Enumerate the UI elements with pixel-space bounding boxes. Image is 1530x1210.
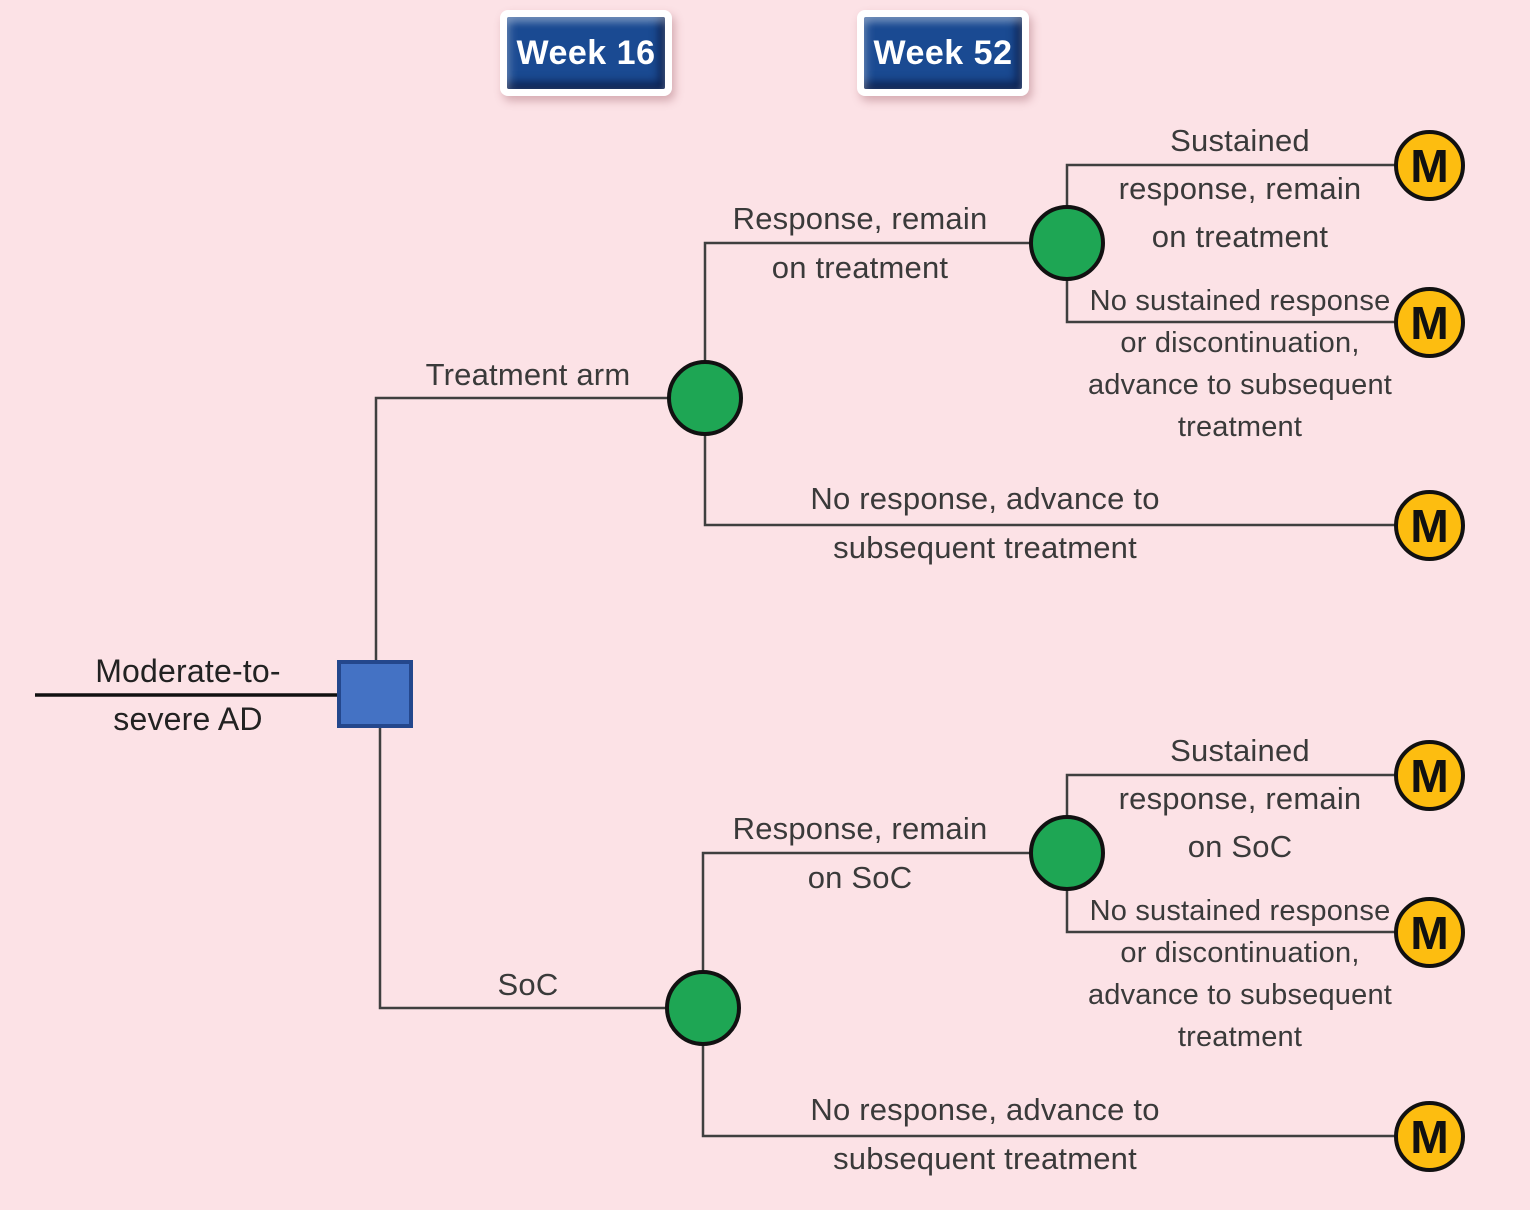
branch-label-line: No sustained response: [1089, 285, 1391, 317]
connector-tx-response: [703, 241, 1067, 398]
root-label-line: severe AD: [113, 701, 263, 737]
week-52-box: Week 52: [857, 10, 1029, 96]
branch-label-line: Sustained: [1170, 123, 1310, 158]
markov-node-soc-no-sustained: M: [1394, 897, 1465, 968]
branch-label-tx-sustained: Sustained response, remain on treatment: [1119, 117, 1362, 261]
week-52-box-inner: Week 52: [864, 17, 1022, 89]
branch-label-line: subsequent treatment: [833, 530, 1137, 565]
branch-label-line: No response, advance to: [810, 481, 1160, 516]
branch-label-tx-no-response: No response, advance to subsequent treat…: [810, 474, 1159, 572]
week-52-label: Week 52: [873, 33, 1013, 72]
markov-symbol: M: [1410, 749, 1449, 802]
connector-soc-response: [701, 851, 1067, 1008]
branch-label-soc: SoC: [498, 960, 559, 1009]
connector-soc-no-response: [701, 1008, 1429, 1138]
branch-label-soc-no-sustained: No sustained response or discontinuation…: [1088, 890, 1392, 1058]
markov-node-tx-sustained: M: [1394, 130, 1465, 201]
markov-symbol: M: [1410, 139, 1449, 192]
branch-label-soc-response: Response, remain on SoC: [733, 804, 988, 902]
branch-label-tx-no-sustained: No sustained response or discontinuation…: [1088, 280, 1392, 448]
branch-label-line: No sustained response: [1089, 895, 1391, 927]
chance-node-soc-week52: [1029, 815, 1105, 891]
chance-node-treatment-week16: [667, 360, 743, 436]
branch-label-line: response, remain: [1118, 781, 1362, 816]
branch-label-line: treatment: [1177, 411, 1303, 443]
markov-symbol: M: [1410, 296, 1449, 349]
branch-label-line: on SoC: [1187, 829, 1293, 864]
branch-label-line: advance to subsequent: [1087, 369, 1393, 401]
branch-label-soc-no-response: No response, advance to subsequent treat…: [810, 1085, 1159, 1183]
root-label-moderate-severe-ad: Moderate-to- severe AD: [95, 647, 281, 743]
chance-node-treatment-week52: [1029, 205, 1105, 281]
branch-label-line: or discontinuation,: [1120, 327, 1360, 359]
branch-label-line: advance to subsequent: [1087, 979, 1393, 1011]
root-label-line: Moderate-to-: [95, 653, 281, 689]
markov-node-tx-no-response: M: [1394, 490, 1465, 561]
branch-label-line: or discontinuation,: [1120, 937, 1360, 969]
branch-label-line: Sustained: [1170, 733, 1310, 768]
markov-symbol: M: [1410, 906, 1449, 959]
markov-node-soc-sustained: M: [1394, 740, 1465, 811]
branch-label-line: SoC: [497, 967, 559, 1002]
markov-symbol: M: [1410, 499, 1449, 552]
branch-label-line: No response, advance to: [810, 1092, 1160, 1127]
branch-label-line: response, remain: [1118, 171, 1362, 206]
branch-label-treatment-arm: Treatment arm: [426, 350, 631, 399]
branch-label-tx-response: Response, remain on treatment: [733, 194, 988, 292]
decision-node-root: [337, 660, 413, 728]
markov-node-tx-no-sustained: M: [1394, 287, 1465, 358]
branch-label-line: Response, remain: [732, 811, 988, 846]
markov-symbol: M: [1410, 1110, 1449, 1163]
branch-label-line: on treatment: [1151, 219, 1329, 254]
week-16-label: Week 16: [516, 33, 656, 72]
branch-label-line: on SoC: [807, 860, 913, 895]
markov-node-soc-no-response: M: [1394, 1101, 1465, 1172]
connector-treatment-arm: [374, 396, 705, 662]
branch-label-line: treatment: [1177, 1021, 1303, 1053]
connector-tx-no-response: [703, 398, 1429, 527]
branch-label-line: Response, remain: [732, 201, 988, 236]
connector-soc-arm: [378, 726, 703, 1010]
chance-node-soc-week16: [665, 970, 741, 1046]
branch-label-soc-sustained: Sustained response, remain on SoC: [1119, 727, 1362, 871]
branch-label-line: on treatment: [771, 250, 949, 285]
week-16-box-inner: Week 16: [507, 17, 665, 89]
week-16-box: Week 16: [500, 10, 672, 96]
branch-label-line: Treatment arm: [425, 357, 631, 392]
branch-label-line: subsequent treatment: [833, 1141, 1137, 1176]
